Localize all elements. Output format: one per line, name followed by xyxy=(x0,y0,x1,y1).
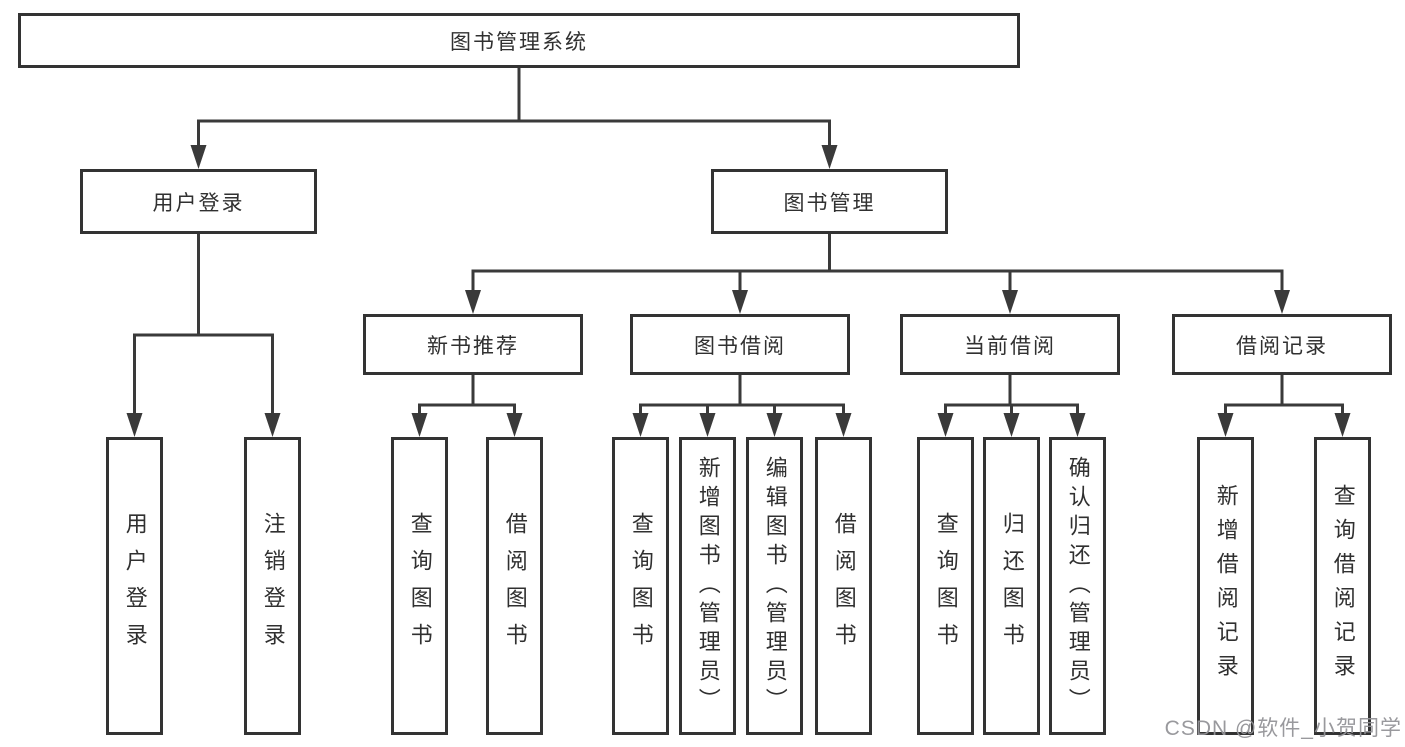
node-book-management: 图书管理 xyxy=(711,169,948,234)
node-query-borrow-record: 查询借阅记录 xyxy=(1314,437,1371,735)
node-label: 查询图书 xyxy=(933,512,959,660)
node-label: 借阅图书 xyxy=(502,512,528,660)
node-current-borrowing: 当前借阅 xyxy=(900,314,1120,375)
node-query-books-current: 查询图书 xyxy=(917,437,974,735)
node-logout: 注销登录 xyxy=(244,437,301,735)
node-query-books-recommend: 查询图书 xyxy=(391,437,448,735)
node-label: 当前借阅 xyxy=(964,334,1056,358)
node-label: 新增借阅记录 xyxy=(1213,484,1239,688)
node-borrow-books-borrow: 借阅图书 xyxy=(815,437,872,735)
node-book-borrowing: 图书借阅 xyxy=(630,314,850,375)
node-new-book-recommendation: 新书推荐 xyxy=(363,314,583,375)
node-add-book-admin: 新增图书（管理员） xyxy=(679,437,736,735)
node-edit-book-admin: 编辑图书（管理员） xyxy=(746,437,803,735)
node-label: 图书借阅 xyxy=(694,334,786,358)
node-label: 确认归还（管理员） xyxy=(1065,455,1091,717)
node-label: 新增图书（管理员） xyxy=(695,455,721,717)
node-return-book: 归还图书 xyxy=(983,437,1040,735)
node-label: 注销登录 xyxy=(260,512,286,660)
node-query-books-borrow: 查询图书 xyxy=(612,437,669,735)
node-label: 查询图书 xyxy=(407,512,433,660)
node-borrowing-records: 借阅记录 xyxy=(1172,314,1392,375)
node-confirm-return-admin: 确认归还（管理员） xyxy=(1049,437,1106,735)
node-user-login: 用户登录 xyxy=(80,169,317,234)
node-label: 借阅图书 xyxy=(831,512,857,660)
node-label: 用户登录 xyxy=(122,512,148,660)
node-label: 图书管理 xyxy=(783,191,876,215)
node-label: 查询借阅记录 xyxy=(1330,484,1356,688)
node-label: 新书推荐 xyxy=(427,334,519,358)
node-label: 编辑图书（管理员） xyxy=(762,455,788,717)
node-label: 查询图书 xyxy=(628,512,654,660)
node-label: 归还图书 xyxy=(999,512,1025,660)
node-label: 图书管理系统 xyxy=(450,30,588,54)
node-label: 用户登录 xyxy=(152,191,245,215)
node-user-login-action: 用户登录 xyxy=(106,437,163,735)
csdn-watermark: CSDN @软件_小贺同学 xyxy=(1164,717,1402,740)
node-root: 图书管理系统 xyxy=(18,13,1020,68)
node-label: 借阅记录 xyxy=(1236,334,1328,358)
node-add-borrow-record: 新增借阅记录 xyxy=(1197,437,1254,735)
node-borrow-books-recommend: 借阅图书 xyxy=(486,437,543,735)
